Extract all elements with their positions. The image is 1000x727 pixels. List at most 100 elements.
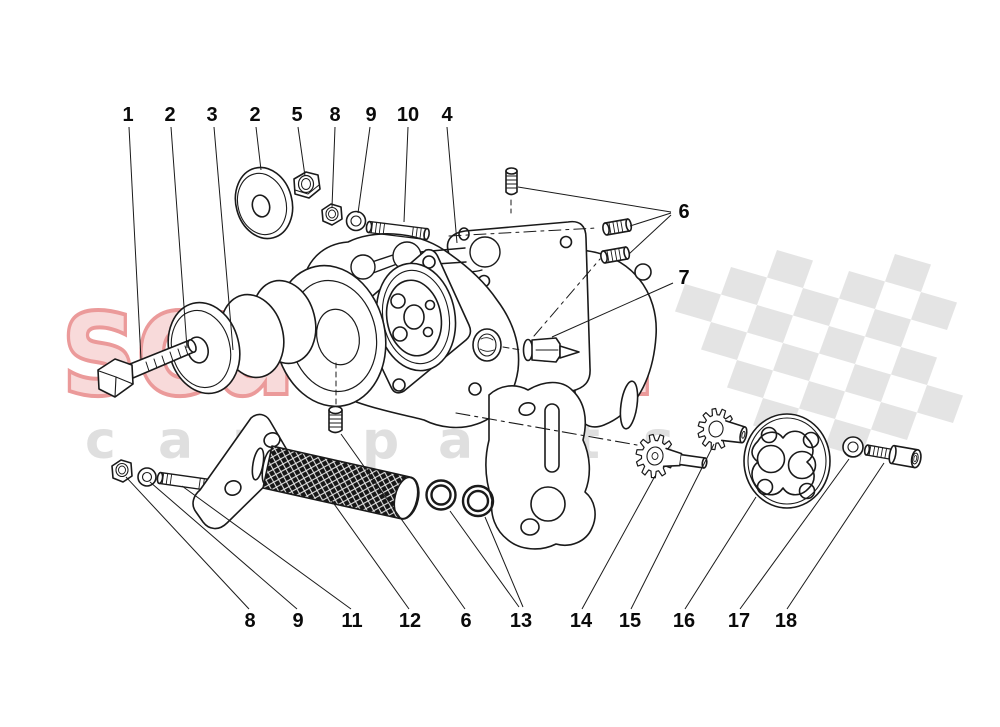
callout-leader-6a: [629, 212, 672, 227]
callout-number-1[interactable]: 1: [122, 104, 133, 126]
watermark-letter-1: a: [158, 411, 193, 471]
callout-number-15[interactable]: 15: [619, 610, 641, 632]
callout-5: 5: [291, 104, 306, 177]
callout-number-9b[interactable]: 9: [292, 610, 303, 632]
callout-2b: 2: [249, 104, 262, 171]
callout-9b: 9: [149, 481, 304, 632]
callout-9a: 9: [357, 104, 377, 214]
callout-leader-3: [213, 126, 234, 351]
gear-with-shaft-14: [635, 433, 708, 479]
grub-screw-bottom: [328, 362, 343, 434]
callout-leader-9b: [149, 481, 298, 610]
flag-diamond-19: [871, 402, 917, 440]
hex-nut-5: [293, 171, 321, 199]
callout-number-18[interactable]: 18: [775, 610, 797, 632]
callout-10: 10: [397, 104, 419, 223]
callout-number-13[interactable]: 13: [510, 610, 532, 632]
flag-diamond-2: [767, 250, 813, 288]
callout-leader-14: [581, 475, 656, 610]
callout-number-2a[interactable]: 2: [164, 104, 175, 126]
callout-leader-2a: [170, 126, 188, 349]
callout-leader-18: [786, 462, 885, 610]
grub-screw-right-upper: [602, 218, 633, 236]
callout-number-5[interactable]: 5: [291, 104, 302, 126]
callout-number-4[interactable]: 4: [441, 104, 453, 126]
flag-diamond-15: [845, 364, 891, 402]
callout-8a: 8: [329, 104, 341, 208]
grub-screw-top: [505, 167, 518, 214]
casting-wing: [573, 249, 657, 430]
cover-plate-16: [743, 413, 831, 509]
callout-17: 17: [728, 458, 850, 632]
casting-leg: [468, 381, 596, 550]
watermark-letter-3: p: [362, 411, 399, 471]
callout-13: 13: [449, 510, 532, 632]
callout-6b: 6: [340, 433, 472, 632]
washer-17: [842, 436, 864, 458]
callout-number-7[interactable]: 7: [678, 267, 689, 289]
stud-10: [365, 220, 430, 241]
flag-diamond-7: [885, 254, 931, 292]
flag-diamond-16: [891, 347, 937, 385]
watermark-letter-0: c: [85, 411, 116, 471]
flag-diamond-5: [793, 288, 839, 326]
flag-diamond-10: [819, 326, 865, 364]
callout-number-11[interactable]: 11: [341, 610, 362, 632]
callout-leader-16: [684, 496, 757, 610]
callout-leader-7: [551, 282, 674, 338]
flag-diamond-4: [747, 305, 793, 343]
callout-12: 12: [326, 493, 421, 632]
flag-diamond-8: [727, 360, 773, 398]
callout-14: 14: [570, 475, 656, 632]
washer-9-bottom: [137, 467, 157, 487]
callout-1: 1: [122, 104, 142, 361]
callout-leader-15: [630, 443, 715, 610]
callout-number-6a[interactable]: 6: [678, 201, 689, 223]
callout-leader-1: [128, 126, 142, 361]
callout-leader-9a: [357, 126, 371, 214]
callout-number-17[interactable]: 17: [728, 610, 750, 632]
socket-bolt-18: [863, 444, 922, 469]
callout-number-2b[interactable]: 2: [249, 104, 260, 126]
gear-15: [697, 407, 748, 451]
callout-number-14[interactable]: 14: [570, 610, 593, 632]
callout-number-8a[interactable]: 8: [329, 104, 340, 126]
flag-diamond-3: [701, 322, 747, 360]
callout-number-12[interactable]: 12: [399, 610, 421, 632]
callout-16: 16: [673, 496, 757, 632]
callout-number-9a[interactable]: 9: [365, 104, 376, 126]
braided-hose: [262, 445, 420, 520]
callout-number-16[interactable]: 16: [673, 610, 695, 632]
flag-diamond-6: [839, 271, 885, 309]
grub-screw-right-lower: [600, 246, 631, 264]
flag-diamond-0: [675, 284, 721, 322]
threaded-boss: [472, 328, 522, 362]
flag-diamond-9: [773, 343, 819, 381]
callout-leader-6b: [340, 433, 466, 610]
bleed-fitting: [522, 258, 601, 363]
callout-number-6b[interactable]: 6: [460, 610, 471, 632]
callout-leader-6a: [628, 214, 672, 255]
callout-number-3[interactable]: 3: [206, 104, 217, 126]
callout-leader-10: [403, 126, 409, 223]
callout-3: 3: [206, 104, 234, 351]
callout-leader-13: [484, 516, 524, 608]
washer-2-on-shaft: [167, 301, 241, 395]
hex-bolt: [97, 339, 197, 398]
callout-number-10[interactable]: 10: [397, 104, 419, 126]
callout-leader-6a: [517, 186, 672, 213]
hex-nut-8-top: [321, 203, 343, 226]
flag-diamond-1: [721, 267, 767, 305]
callout-7: 7: [551, 267, 690, 338]
parts-drawing: [97, 166, 922, 550]
washer-9-top: [345, 210, 367, 232]
callout-number-8b[interactable]: 8: [244, 610, 255, 632]
callout-8b: 8: [125, 476, 256, 632]
callout-leader-11: [181, 485, 352, 610]
flag-diamond-11: [865, 309, 911, 347]
callout-leader-5: [297, 126, 306, 177]
flag-diamond-12: [911, 292, 957, 330]
